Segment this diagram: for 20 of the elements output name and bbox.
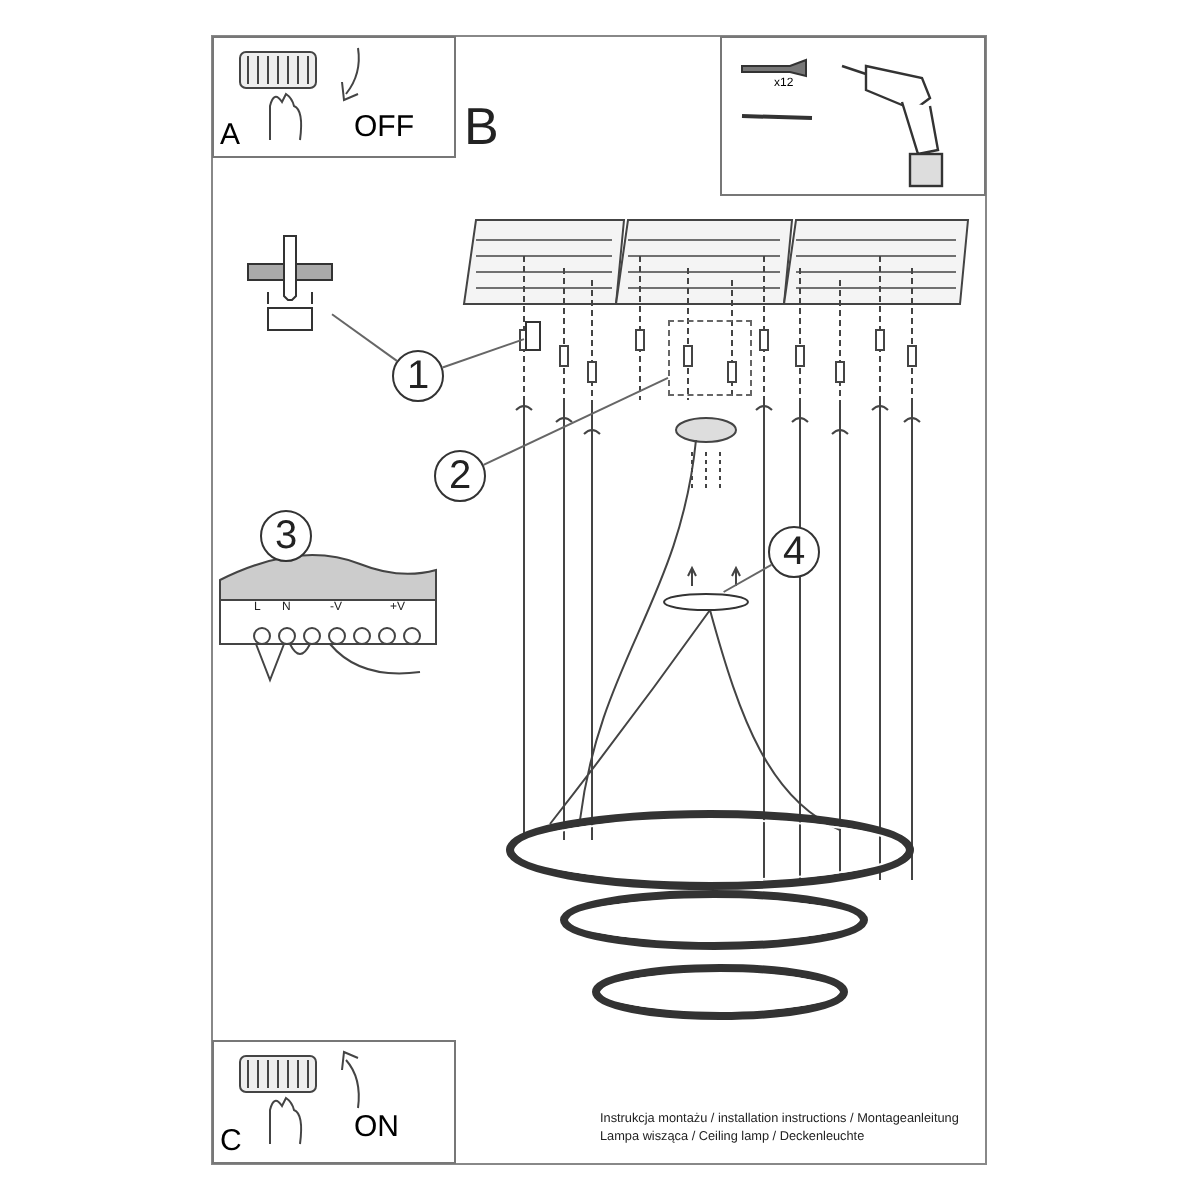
tools-panel xyxy=(720,36,986,196)
callout-number: 2 xyxy=(434,450,486,502)
mounting-screws-box xyxy=(668,320,752,396)
panel-letter: C xyxy=(220,1124,242,1158)
leader-line xyxy=(482,376,669,466)
leader-line xyxy=(722,563,773,593)
callout-number: 4 xyxy=(768,526,820,578)
leader-line xyxy=(441,338,525,369)
mounting-plate xyxy=(662,592,750,612)
callout-number: 3 xyxy=(260,510,312,562)
switch-label: ON xyxy=(354,1110,399,1144)
switch-on-panel xyxy=(212,1040,456,1164)
switch-label: OFF xyxy=(354,110,414,144)
step-letter: B xyxy=(464,100,499,152)
wall-anchor-drawing xyxy=(248,236,332,332)
callout-number: 1 xyxy=(392,350,444,402)
switch-off-panel xyxy=(212,36,456,158)
leader-line xyxy=(331,313,398,362)
ceiling-spacer xyxy=(524,320,542,352)
panel-letter: A xyxy=(220,118,241,152)
